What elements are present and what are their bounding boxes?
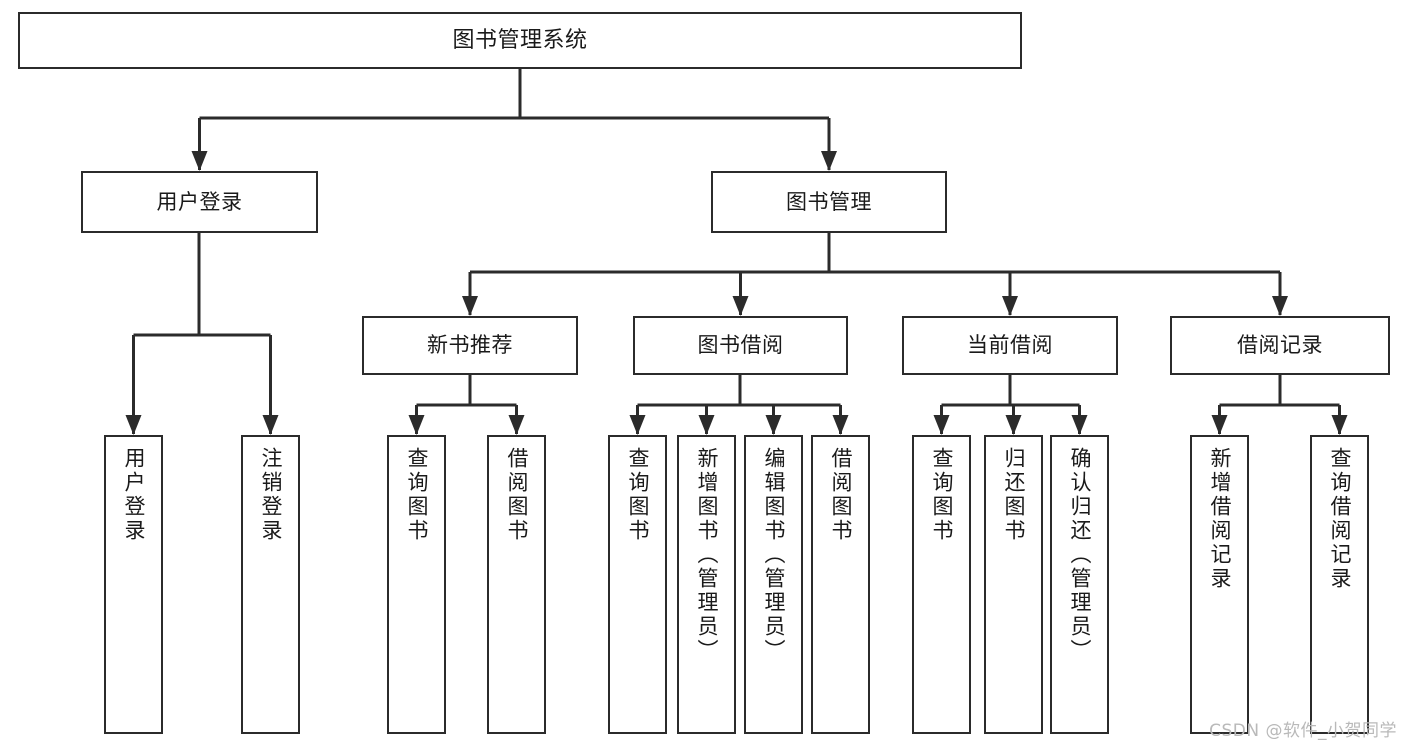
arrow-head-icon (462, 296, 478, 316)
arrow-head-icon (698, 415, 715, 435)
arrow-head-icon (933, 415, 950, 435)
node-login[interactable]: 用户登录 (81, 171, 318, 233)
node-label: 注销登录 (259, 447, 283, 543)
node-leaf-user-login[interactable]: 用户登录 (104, 435, 163, 734)
node-label: 用户登录 (156, 189, 243, 214)
node-label: 确认归还（管理员） (1068, 447, 1092, 663)
arrow-head-icon (262, 415, 279, 435)
arrow-head-icon (1272, 296, 1288, 316)
arrow-head-icon (629, 415, 646, 435)
node-leaf-edit-book[interactable]: 编辑图书（管理员） (744, 435, 803, 734)
node-label: 新增借阅记录 (1208, 447, 1232, 591)
node-label: 图书借阅 (697, 333, 784, 358)
arrow-head-icon (732, 296, 749, 316)
node-label: 查询借阅记录 (1328, 447, 1352, 591)
node-label: 图书管理 (786, 189, 872, 214)
arrow-head-icon (1005, 415, 1022, 435)
node-label: 图书管理系统 (452, 27, 588, 53)
node-records[interactable]: 借阅记录 (1170, 316, 1390, 375)
node-leaf-confirm-return[interactable]: 确认归还（管理员） (1050, 435, 1109, 734)
arrow-head-icon (1071, 415, 1088, 435)
arrow-head-icon (191, 151, 208, 171)
node-label: 查询图书 (405, 447, 429, 543)
node-label: 用户登录 (122, 447, 146, 543)
node-leaf-borrow-book-1[interactable]: 借阅图书 (487, 435, 546, 734)
arrow-head-icon (1211, 415, 1228, 435)
node-leaf-query-book-3[interactable]: 查询图书 (912, 435, 971, 734)
node-root[interactable]: 图书管理系统 (18, 12, 1022, 69)
node-label: 新增图书（管理员） (695, 447, 719, 663)
node-leaf-borrow-book-2[interactable]: 借阅图书 (811, 435, 870, 734)
node-label: 当前借阅 (967, 333, 1053, 358)
node-current[interactable]: 当前借阅 (902, 316, 1118, 375)
arrow-head-icon (508, 415, 525, 435)
arrow-head-icon (125, 415, 142, 435)
node-borrow[interactable]: 图书借阅 (633, 316, 848, 375)
arrow-head-icon (765, 415, 782, 435)
node-leaf-add-book[interactable]: 新增图书（管理员） (677, 435, 736, 734)
node-label: 新书推荐 (427, 333, 513, 358)
arrow-head-icon (1331, 415, 1348, 435)
node-label: 查询图书 (930, 447, 954, 543)
node-leaf-query-book-1[interactable]: 查询图书 (387, 435, 446, 734)
connector-lines (125, 69, 1348, 435)
node-label: 归还图书 (1002, 447, 1026, 543)
node-label: 编辑图书（管理员） (762, 447, 786, 663)
arrow-head-icon (1002, 296, 1018, 316)
node-label: 借阅记录 (1237, 333, 1323, 358)
arrow-head-icon (821, 151, 837, 171)
node-leaf-logout[interactable]: 注销登录 (241, 435, 300, 734)
node-newbook[interactable]: 新书推荐 (362, 316, 578, 375)
node-leaf-add-record[interactable]: 新增借阅记录 (1190, 435, 1249, 734)
arrow-head-icon (408, 415, 425, 435)
node-label: 借阅图书 (829, 447, 853, 543)
node-leaf-query-book-2[interactable]: 查询图书 (608, 435, 667, 734)
node-leaf-query-record[interactable]: 查询借阅记录 (1310, 435, 1369, 734)
arrow-head-icon (832, 415, 849, 435)
node-leaf-return-book[interactable]: 归还图书 (984, 435, 1043, 734)
node-label: 借阅图书 (505, 447, 529, 543)
node-label: 查询图书 (626, 447, 650, 543)
node-bookmgmt[interactable]: 图书管理 (711, 171, 947, 233)
